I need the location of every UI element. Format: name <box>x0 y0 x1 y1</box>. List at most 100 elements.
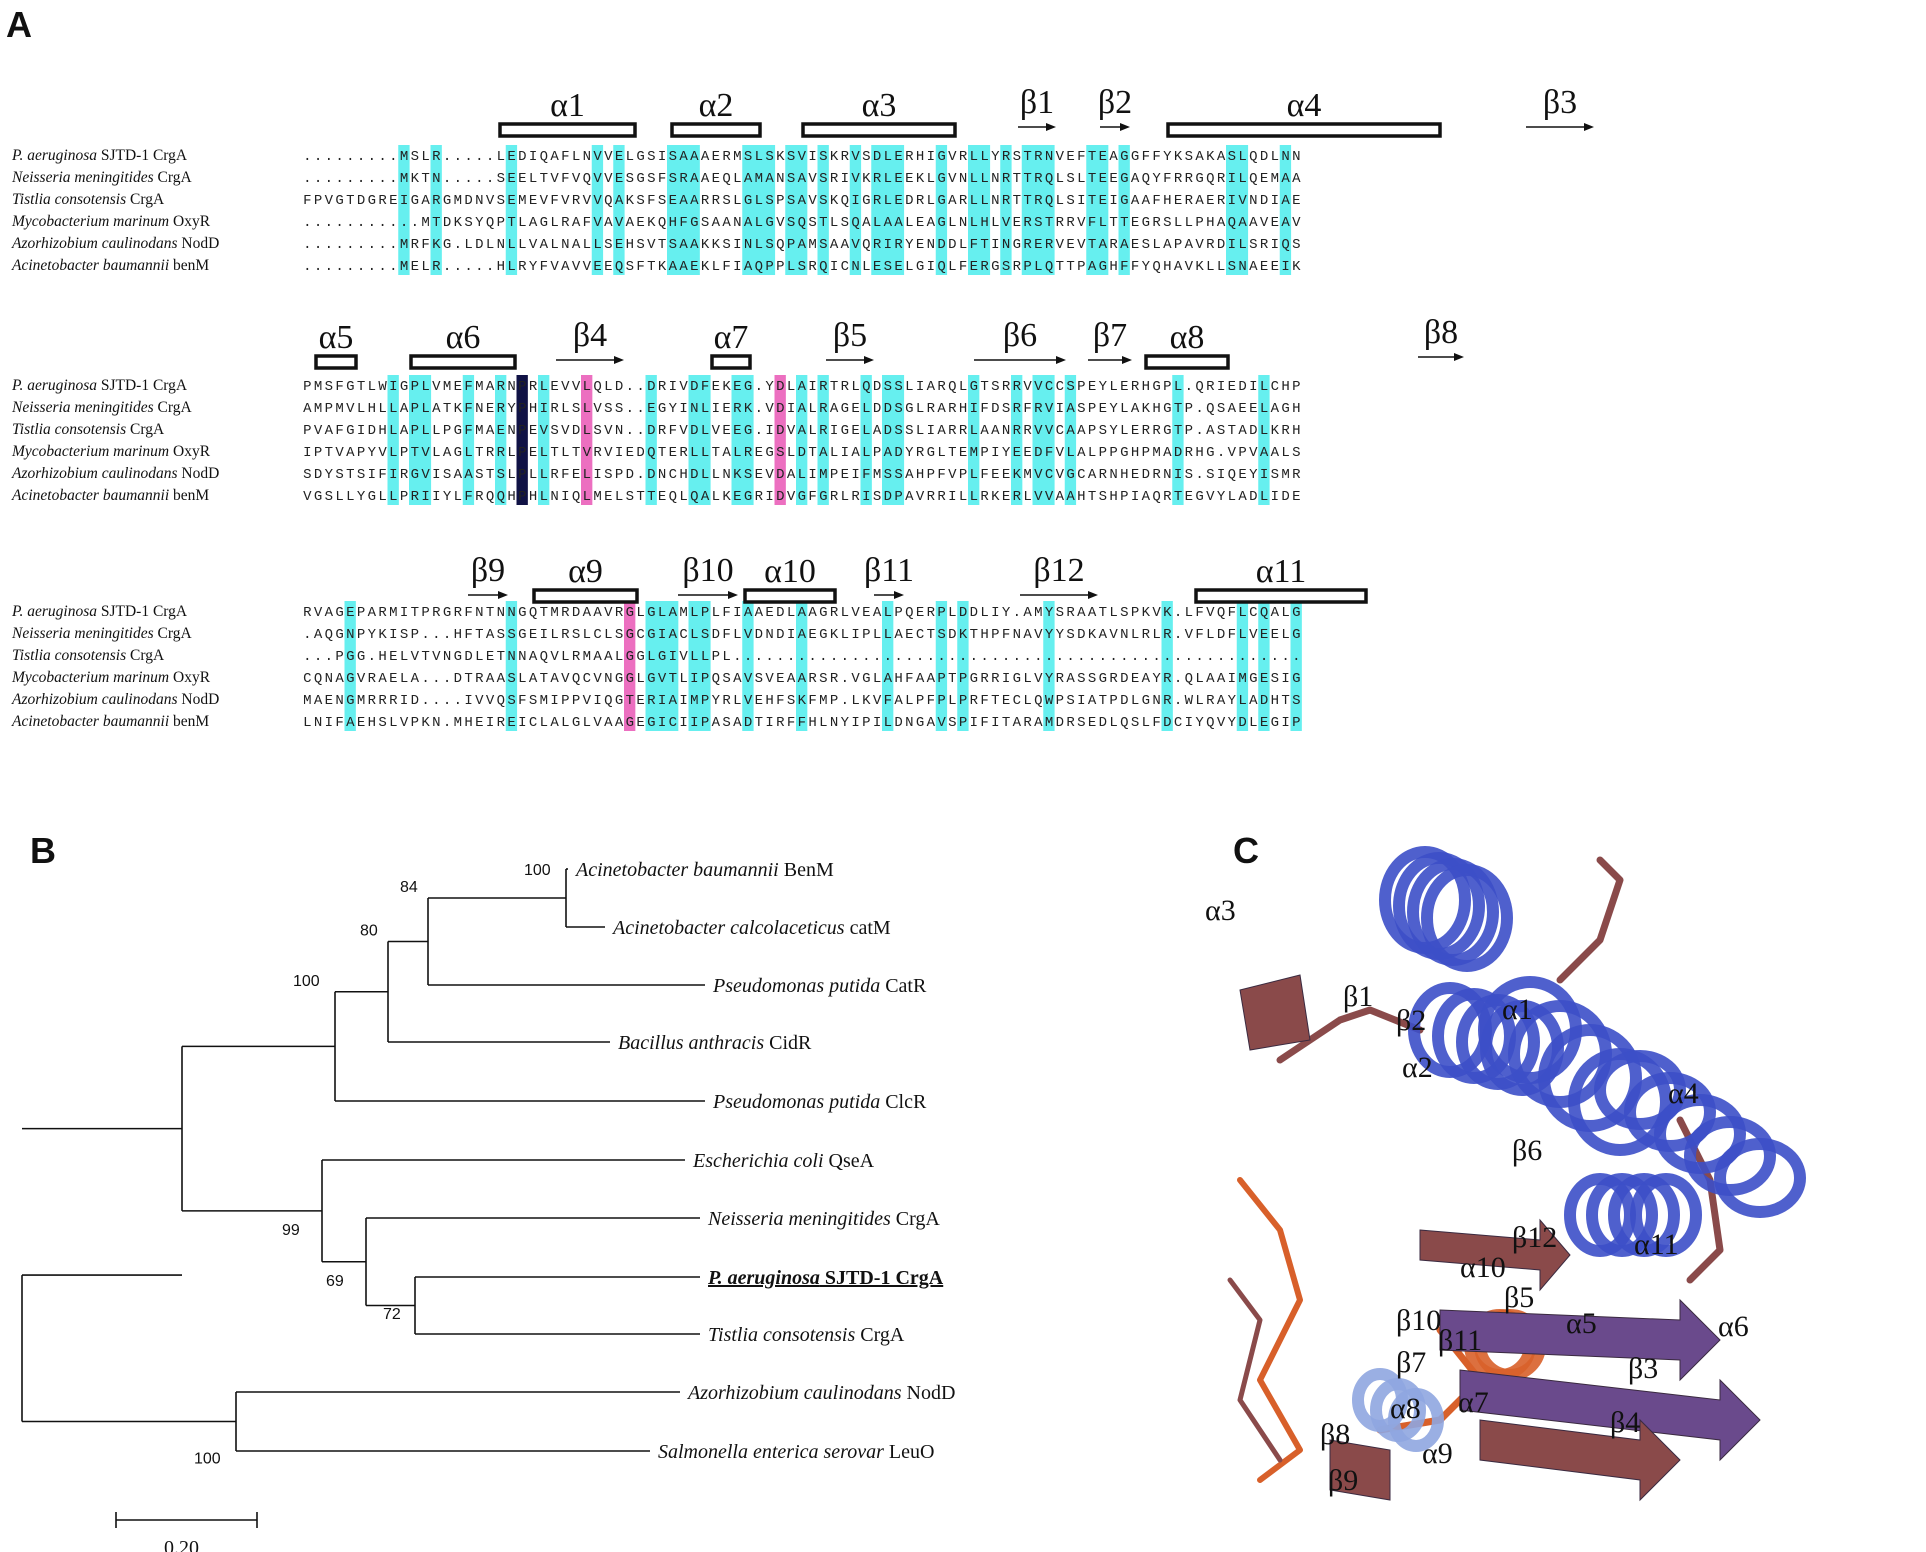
residue: V <box>378 445 387 461</box>
residue: T <box>1045 215 1053 231</box>
conservation-shading <box>677 145 690 275</box>
residue: . <box>1120 649 1128 665</box>
residue: F <box>583 215 591 231</box>
residue: E <box>626 445 634 461</box>
taxon-label-rest: catM <box>845 917 891 939</box>
residue: A <box>927 215 936 231</box>
residue: L <box>658 605 666 621</box>
residue: A <box>1292 171 1301 187</box>
conservation-shading <box>699 375 711 505</box>
residue: L <box>540 715 548 731</box>
residue: L <box>540 489 548 505</box>
residue: G <box>937 193 945 209</box>
residue: G <box>1163 401 1171 417</box>
residue: A <box>744 259 753 275</box>
residue: R <box>1217 193 1226 209</box>
residue: A <box>1249 693 1258 709</box>
residue: V <box>583 193 592 209</box>
residue: V <box>561 193 570 209</box>
residue: N <box>561 237 569 253</box>
residue: A <box>1034 715 1043 731</box>
residue: R <box>894 237 903 253</box>
residue: L <box>1238 605 1246 621</box>
structure-label: β6 <box>1512 1134 1542 1167</box>
residue: . <box>1152 649 1160 665</box>
residue: K <box>1013 467 1022 483</box>
residue: L <box>701 467 709 483</box>
residue: A <box>550 715 559 731</box>
residue: R <box>1099 467 1108 483</box>
residue: . <box>991 649 999 665</box>
conservation-shading <box>968 145 980 275</box>
ss-label: α8 <box>1170 319 1205 356</box>
residue: . <box>1099 649 1107 665</box>
residue: . <box>357 215 365 231</box>
residue: V <box>851 171 860 187</box>
residue: S <box>497 467 505 483</box>
residue: . <box>475 259 483 275</box>
residue: E <box>529 445 537 461</box>
residue: . <box>894 649 902 665</box>
residue: . <box>303 215 311 231</box>
residue: S <box>615 401 623 417</box>
residue: F <box>561 171 569 187</box>
residue: L <box>346 489 354 505</box>
residue: A <box>722 445 731 461</box>
residue: A <box>346 715 355 731</box>
ss-label: α4 <box>1287 87 1322 124</box>
residue: A <box>335 671 344 687</box>
residue: A <box>905 467 914 483</box>
residue: R <box>1152 467 1161 483</box>
residue: Q <box>572 671 580 687</box>
residue: M <box>733 149 741 165</box>
residue: N <box>830 715 838 731</box>
residue: . <box>314 259 322 275</box>
residue: R <box>1013 423 1022 439</box>
residue: A <box>884 215 893 231</box>
residue: L <box>615 489 623 505</box>
residue: I <box>540 401 548 417</box>
residue: S <box>1066 379 1074 395</box>
structure-label: α1 <box>1502 993 1533 1026</box>
residue: K <box>432 237 441 253</box>
residue: G <box>1120 171 1128 187</box>
residue: V <box>572 171 581 187</box>
residue: . <box>454 171 462 187</box>
residue: E <box>894 259 902 275</box>
residue: D <box>776 379 784 395</box>
conservation-shading <box>1236 601 1249 731</box>
residue: H <box>980 215 988 231</box>
residue: F <box>658 171 666 187</box>
residue: Q <box>1249 171 1257 187</box>
residue: R <box>475 489 484 505</box>
species-name-italic: Neisseria meningitides <box>11 399 154 416</box>
residue: S <box>755 671 763 687</box>
residue: S <box>626 489 634 505</box>
residue: R <box>1206 693 1215 709</box>
residue: S <box>647 171 655 187</box>
residue: L <box>1249 715 1257 731</box>
residue: V <box>346 401 355 417</box>
residue: Q <box>1281 237 1289 253</box>
residue: D <box>776 401 784 417</box>
residue: A <box>1174 259 1183 275</box>
residue: R <box>841 379 850 395</box>
residue: . <box>325 259 333 275</box>
residue: G <box>443 605 451 621</box>
residue: C <box>1045 467 1053 483</box>
ss-label: β11 <box>864 552 914 589</box>
residue: I <box>927 423 935 439</box>
residue: S <box>819 149 827 165</box>
residue: V <box>486 693 495 709</box>
residue: . <box>475 149 483 165</box>
residue: S <box>937 627 945 643</box>
conservation-shading <box>409 375 421 505</box>
residue: . <box>1174 605 1182 621</box>
residue: L <box>1023 671 1031 687</box>
residue: L <box>1260 423 1268 439</box>
residue: I <box>464 693 472 709</box>
residue: L <box>1152 237 1160 253</box>
residue: G <box>411 467 419 483</box>
residue: I <box>970 715 978 731</box>
residue: A <box>1271 605 1280 621</box>
